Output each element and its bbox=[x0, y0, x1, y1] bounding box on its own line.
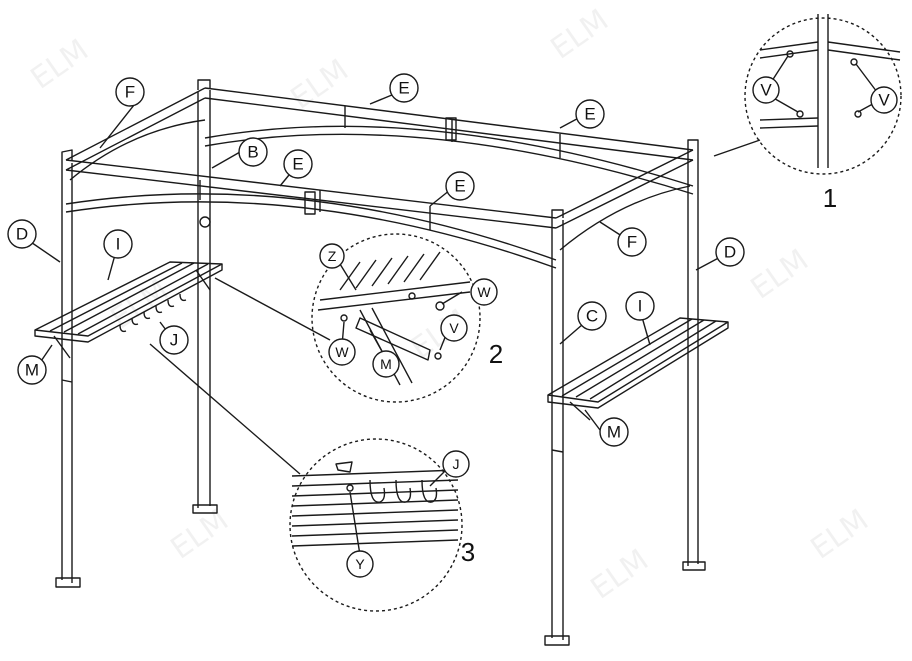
label-J: J bbox=[453, 456, 460, 472]
label-E: E bbox=[292, 155, 303, 174]
watermark: ELM bbox=[805, 503, 876, 567]
callout-Z bbox=[319, 243, 345, 269]
callout-M-left bbox=[17, 355, 47, 385]
label-J: J bbox=[170, 331, 179, 350]
label-B: B bbox=[247, 143, 258, 162]
label-E: E bbox=[398, 79, 409, 98]
callout-M-right bbox=[599, 417, 629, 447]
top-beam-front bbox=[65, 159, 557, 229]
label-D: D bbox=[16, 225, 28, 244]
callout-C bbox=[577, 301, 607, 331]
callout-B bbox=[238, 137, 268, 167]
label-D: D bbox=[724, 243, 736, 262]
callout-I-right bbox=[625, 291, 655, 321]
label-V: V bbox=[878, 91, 890, 110]
callout-E-3 bbox=[283, 149, 313, 179]
arch-beam-front bbox=[65, 193, 557, 269]
label-M: M bbox=[25, 361, 39, 380]
callout-D-right bbox=[715, 237, 745, 267]
callout-W-b bbox=[328, 338, 356, 366]
callout-E-1 bbox=[389, 73, 419, 103]
label-Y: Y bbox=[355, 556, 365, 572]
callout-E-4 bbox=[445, 171, 475, 201]
watermark: ELM bbox=[745, 243, 816, 307]
hooks-left bbox=[119, 293, 187, 333]
detail-number-3: 3 bbox=[461, 537, 475, 567]
label-V: V bbox=[760, 81, 772, 100]
callout-V-1b bbox=[870, 86, 898, 114]
callout-E-2 bbox=[575, 99, 605, 129]
label-Z: Z bbox=[328, 248, 337, 264]
callout-V-2 bbox=[440, 314, 468, 342]
callout-J-detail bbox=[442, 450, 470, 478]
callout-Y bbox=[346, 550, 374, 578]
callout-I-left bbox=[103, 229, 133, 259]
detail-number-1: 1 bbox=[823, 183, 837, 213]
label-E: E bbox=[454, 177, 465, 196]
detail-circle-1 bbox=[744, 14, 902, 175]
label-I: I bbox=[116, 235, 121, 254]
callout-D-left bbox=[7, 219, 37, 249]
label-M: M bbox=[607, 423, 621, 442]
callout-V-1a bbox=[752, 76, 780, 104]
label-F: F bbox=[125, 83, 135, 102]
top-beam-back bbox=[204, 87, 694, 161]
label-V: V bbox=[449, 320, 459, 336]
post-right-front bbox=[544, 218, 570, 646]
callout-W-a bbox=[470, 278, 498, 306]
post-left-back bbox=[192, 90, 218, 514]
label-I: I bbox=[638, 297, 643, 316]
post-right-back bbox=[682, 146, 706, 571]
callout-J bbox=[159, 325, 189, 355]
detail-circle-3 bbox=[289, 438, 463, 612]
detail-number-2: 2 bbox=[489, 339, 503, 369]
top-beam-left bbox=[65, 87, 206, 171]
watermark: ELM bbox=[545, 3, 616, 67]
watermark: ELM bbox=[585, 543, 656, 607]
arch-beam-B bbox=[204, 125, 694, 195]
label-F: F bbox=[627, 233, 637, 252]
watermark: ELM bbox=[165, 503, 236, 567]
watermark-layer: ELM ELM ELM ELM ELM ELM ELM ELM ELM bbox=[25, 3, 876, 607]
label-W: W bbox=[477, 284, 491, 300]
label-C: C bbox=[586, 307, 598, 326]
callout-F-right bbox=[617, 227, 647, 257]
shelf-right bbox=[547, 317, 729, 421]
shelf-left bbox=[34, 261, 223, 359]
label-M: M bbox=[380, 356, 392, 372]
post-left-front bbox=[55, 160, 81, 588]
label-E: E bbox=[584, 105, 595, 124]
callout-M-detail bbox=[372, 350, 400, 378]
top-beam-right bbox=[555, 149, 694, 229]
label-W: W bbox=[335, 344, 349, 360]
watermark: ELM bbox=[25, 33, 96, 97]
callout-F-top bbox=[115, 77, 145, 107]
